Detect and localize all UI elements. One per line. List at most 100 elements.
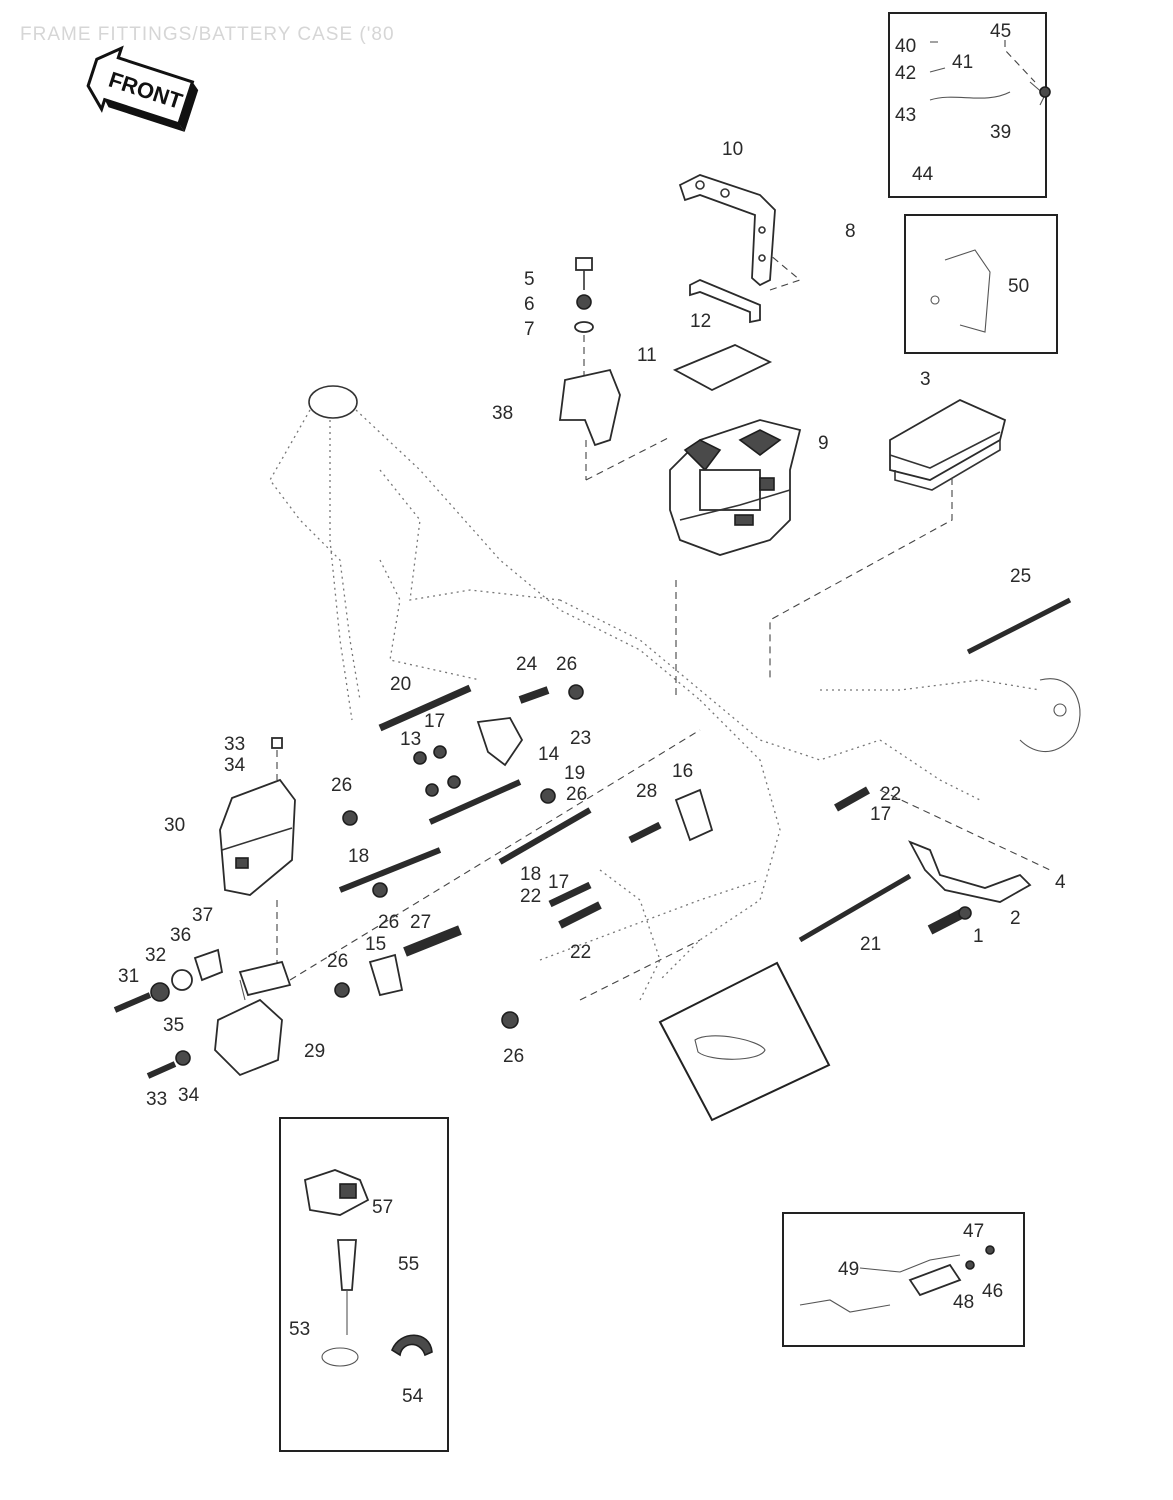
callout-47: 47	[963, 1221, 984, 1242]
callout-labels: 10 8 5 6 7 12 11 3 38 9 25 24 26 20 33 3…	[118, 139, 1066, 1110]
front-arrow-badge: FRONT	[86, 45, 199, 132]
callout-22-b: 22	[520, 886, 541, 907]
callout-43: 43	[895, 105, 916, 126]
callout-30: 30	[164, 815, 185, 836]
inset-parts-53-57	[303, 1169, 433, 1367]
callout-54: 54	[402, 1386, 424, 1407]
callout-50: 50	[1008, 276, 1029, 297]
callout-19: 19	[564, 763, 585, 784]
grommet-stack	[113, 948, 224, 1079]
callout-10: 10	[722, 139, 743, 160]
frame-bolts	[338, 597, 1072, 957]
leader-lines	[239, 254, 1051, 1001]
bracket-16	[674, 788, 714, 842]
callout-34-a: 34	[224, 755, 246, 776]
callout-34-b: 34	[178, 1085, 200, 1106]
callout-24: 24	[516, 654, 538, 675]
callout-26-d: 26	[378, 912, 399, 933]
callout-9: 9	[818, 433, 829, 454]
inset-labels: 45 40 41 42 43 39 44 50 57 55 53 54 47 4…	[289, 21, 1029, 1407]
callout-4: 4	[1055, 872, 1066, 893]
callout-18-a: 18	[348, 846, 369, 867]
battery-cover	[889, 398, 1007, 491]
callout-22-c: 22	[570, 942, 591, 963]
callout-1: 1	[973, 926, 984, 947]
callout-20: 20	[390, 674, 411, 695]
callout-42: 42	[895, 63, 916, 84]
callout-44: 44	[912, 164, 934, 185]
callout-53: 53	[289, 1319, 310, 1340]
callout-2: 2	[1010, 908, 1021, 929]
callout-18-b: 18	[520, 864, 541, 885]
engine-mount-plate	[476, 717, 524, 767]
callout-26-f: 26	[503, 1046, 524, 1067]
callout-45: 45	[990, 21, 1011, 42]
callout-25: 25	[1010, 566, 1031, 587]
callout-26-e: 26	[327, 951, 348, 972]
callout-17-a: 17	[424, 711, 445, 732]
motorcycle-frame	[269, 385, 1081, 1001]
callout-15: 15	[365, 934, 386, 955]
callout-8: 8	[845, 221, 856, 242]
bracket-29	[214, 998, 283, 1077]
callout-23: 23	[570, 728, 591, 749]
callout-31: 31	[118, 966, 139, 987]
bracket-12	[689, 279, 761, 324]
callout-49: 49	[838, 1259, 859, 1280]
callout-57: 57	[372, 1197, 393, 1218]
inset-box-50-51	[904, 214, 1058, 354]
callout-16: 16	[672, 761, 693, 782]
inset-parts-46-49	[799, 1245, 995, 1313]
callout-17-c: 17	[548, 872, 569, 893]
battery-case	[669, 419, 802, 556]
callout-22-a: 22	[880, 784, 901, 805]
callout-39: 39	[990, 122, 1011, 143]
callout-28: 28	[636, 781, 657, 802]
callout-17-b: 17	[870, 804, 891, 825]
callout-29: 29	[304, 1041, 325, 1062]
callout-11: 11	[637, 345, 657, 366]
callout-55: 55	[398, 1254, 419, 1275]
bolt-nut-washer-stack	[574, 257, 594, 375]
callout-32: 32	[145, 945, 166, 966]
bracket-15	[368, 953, 404, 997]
callout-14: 14	[538, 744, 560, 765]
callout-40: 40	[895, 36, 916, 57]
inset-box-53-57	[279, 1117, 449, 1452]
inset-box-39-45	[888, 12, 1047, 198]
battery-holder-strap	[678, 174, 776, 287]
callout-13: 13	[400, 729, 421, 750]
callout-21: 21	[860, 934, 881, 955]
callout-33-a: 33	[224, 734, 245, 755]
battery-pad	[672, 344, 773, 392]
cover-30	[219, 737, 296, 975]
inset-box-46-49	[782, 1212, 1025, 1347]
strap-4	[908, 840, 1032, 903]
callout-26-a: 26	[556, 654, 577, 675]
nuts	[334, 684, 972, 1029]
inset-parts-66-67	[694, 1035, 766, 1060]
callout-38: 38	[492, 403, 513, 424]
inset-parts-50-51	[930, 249, 991, 333]
plate-35	[238, 960, 292, 997]
callout-27: 27	[410, 912, 431, 933]
callout-36: 36	[170, 925, 191, 946]
callout-5: 5	[524, 269, 535, 290]
page-title: FRAME FITTINGS/BATTERY CASE ('80	[20, 24, 395, 45]
callout-12: 12	[690, 311, 711, 332]
callout-26-c: 26	[566, 784, 587, 805]
callout-3: 3	[920, 369, 931, 390]
callout-26-b: 26	[331, 775, 352, 796]
callout-46: 46	[982, 1281, 1003, 1302]
callout-35: 35	[163, 1015, 184, 1036]
callout-48: 48	[953, 1292, 974, 1313]
callout-37: 37	[192, 905, 213, 926]
callout-6: 6	[524, 294, 535, 315]
callout-7: 7	[524, 319, 535, 340]
inset-parts-39-45	[929, 40, 1051, 106]
callout-33-b: 33	[146, 1089, 167, 1110]
callout-41: 41	[952, 52, 973, 73]
inset-box-66-67	[658, 961, 831, 1122]
bracket-38	[558, 368, 621, 447]
